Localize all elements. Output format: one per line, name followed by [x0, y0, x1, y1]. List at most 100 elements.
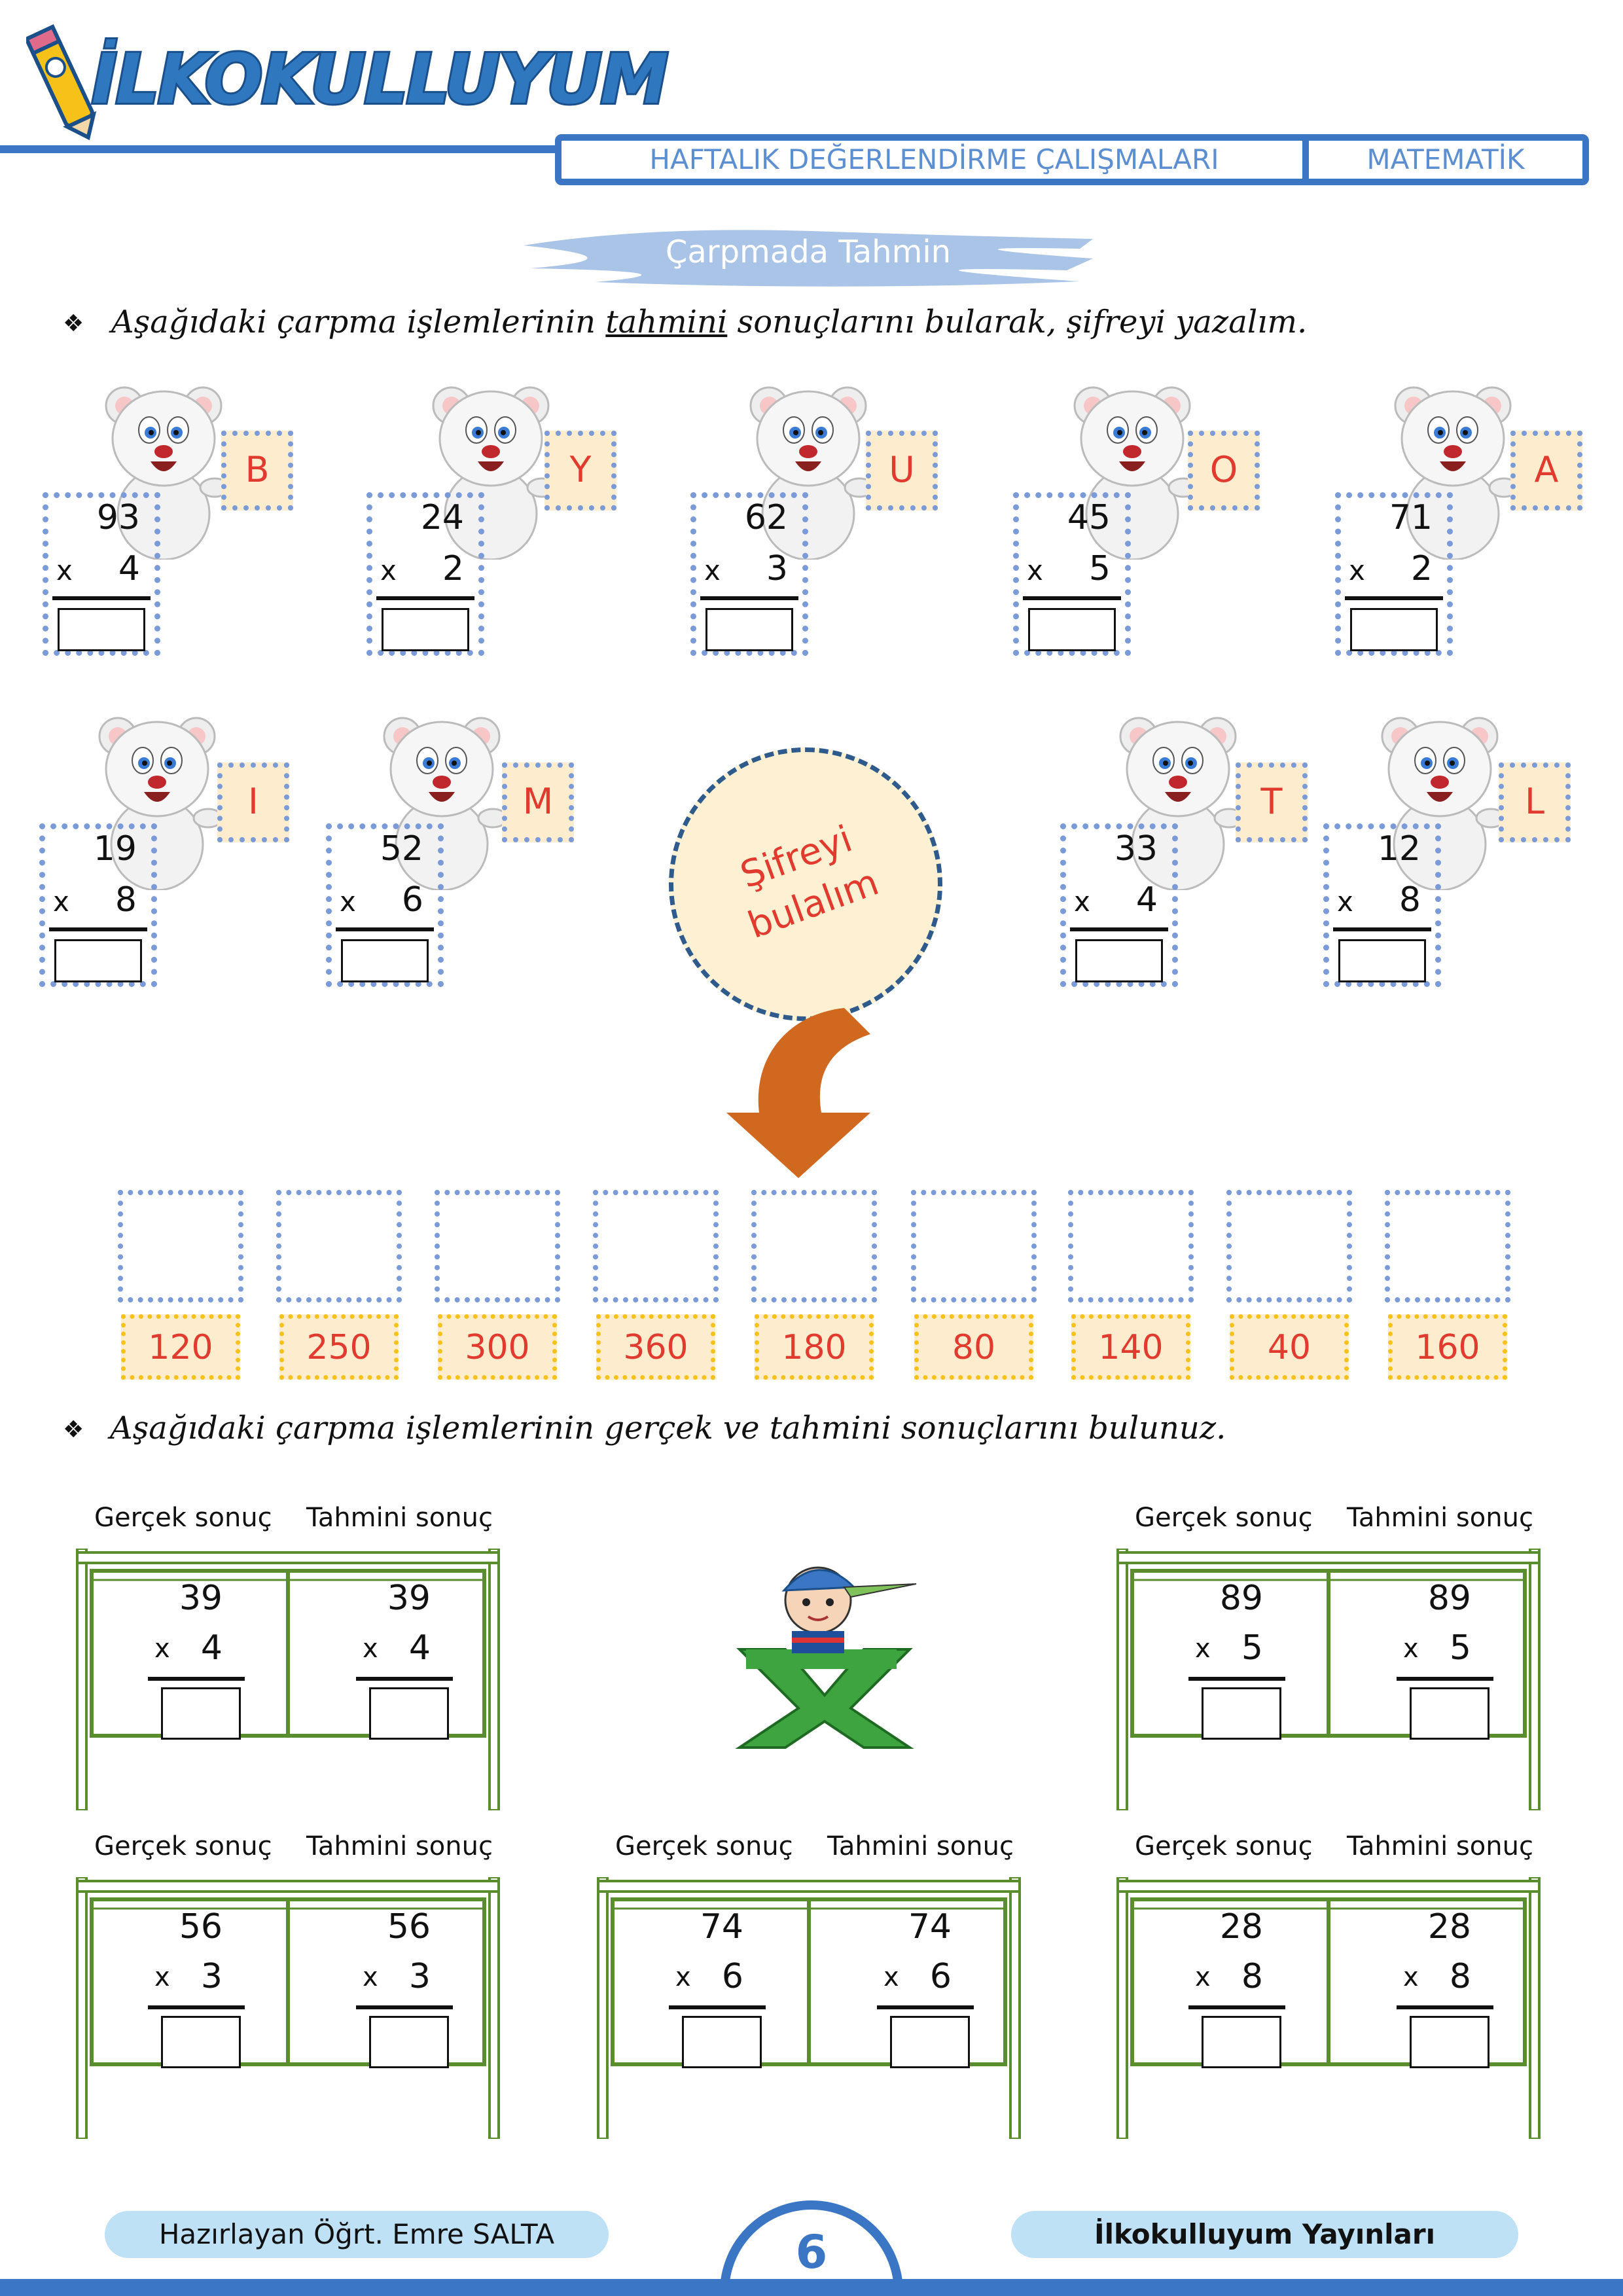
multiplicand: 39 — [179, 1579, 223, 1618]
instruction-text: Aşağıdaki çarpma işlemlerinin — [111, 304, 606, 340]
real-result-label: Gerçek sonuç — [1135, 1503, 1313, 1533]
multiplier: 4 — [408, 1628, 431, 1668]
times-sign: x — [154, 1962, 170, 1992]
cipher-letter-slot[interactable] — [118, 1190, 243, 1302]
cipher-value-card: 300 — [438, 1314, 557, 1380]
answer-box[interactable] — [705, 608, 793, 651]
cipher-letter-slot[interactable] — [593, 1190, 719, 1302]
cipher-letter-slot[interactable] — [751, 1190, 877, 1302]
result-line — [1345, 596, 1443, 600]
times-sign: x — [1027, 554, 1043, 586]
cipher-letter-slot[interactable] — [1385, 1190, 1510, 1302]
multiplier: 8 — [1399, 880, 1421, 920]
times-sign: x — [883, 1962, 899, 1992]
result-line — [700, 596, 798, 600]
answer-box[interactable] — [1202, 1687, 1281, 1740]
real-result-label: Gerçek sonuç — [94, 1503, 272, 1533]
cipher-letter-slot[interactable] — [435, 1190, 560, 1302]
page-number: 6 — [795, 2225, 828, 2279]
multiplicand: 28 — [1427, 1907, 1471, 1946]
times-sign: x — [340, 886, 356, 918]
multiplier: 4 — [1135, 880, 1158, 920]
multiplicand: 56 — [387, 1907, 431, 1946]
letter-card: B — [221, 431, 293, 511]
answer-box[interactable] — [161, 1687, 241, 1740]
multiplier: 6 — [929, 1957, 952, 1996]
times-sign: x — [363, 1962, 378, 1992]
multiplier: 3 — [200, 1957, 223, 1996]
answer-box[interactable] — [369, 2016, 449, 2068]
topic-brush-stroke — [524, 230, 1093, 287]
estimate-result-label: Tahmini sonuç — [1347, 1503, 1533, 1533]
topic-title: Çarpmada Tahmin — [665, 234, 952, 270]
cipher-letter-slot[interactable] — [911, 1190, 1037, 1302]
answer-box[interactable] — [161, 2016, 241, 2068]
section1-instruction: Aşağıdaki çarpma işlemlerinin tahmini so… — [111, 304, 1307, 340]
real-result-label: Gerçek sonuç — [615, 1831, 793, 1861]
multiplier: 4 — [118, 549, 140, 588]
times-sign: x — [1349, 554, 1365, 586]
multiplier: 5 — [1241, 1628, 1263, 1668]
answer-box[interactable] — [1410, 2016, 1489, 2068]
bear-icon — [92, 707, 224, 891]
answer-box[interactable] — [1410, 1687, 1489, 1740]
multiplier: 8 — [115, 880, 137, 920]
cipher-value-card: 360 — [596, 1314, 715, 1380]
estimate-result-label: Tahmini sonuç — [827, 1831, 1014, 1861]
header-box — [555, 134, 1589, 185]
multiplicand: 28 — [1219, 1907, 1263, 1946]
result-line — [669, 2005, 766, 2009]
real-result-label: Gerçek sonuç — [94, 1831, 272, 1861]
bear-icon — [1113, 707, 1245, 891]
answer-box[interactable] — [1202, 2016, 1281, 2068]
times-sign: x — [1074, 886, 1090, 918]
answer-box[interactable] — [682, 2016, 762, 2068]
times-sign: x — [363, 1634, 378, 1664]
header-divider — [0, 145, 563, 153]
kid-on-x-icon — [735, 1566, 917, 1749]
header-separator — [1302, 134, 1309, 185]
cipher-letter-slot[interactable] — [1226, 1190, 1352, 1302]
answer-box[interactable] — [1338, 939, 1426, 982]
header-title: HAFTALIK DEĞERLENDİRME ÇALIŞMALARI — [649, 143, 1219, 175]
times-sign: x — [56, 554, 73, 586]
multiplier: 3 — [408, 1957, 431, 1996]
section2-instruction: Aşağıdaki çarpma işlemlerinin gerçek ve … — [110, 1410, 1226, 1446]
answer-box[interactable] — [58, 608, 145, 651]
letter-card: O — [1188, 431, 1260, 511]
answer-box[interactable] — [54, 939, 142, 982]
answer-box[interactable] — [1350, 608, 1438, 651]
multiplicand: 33 — [1114, 829, 1158, 869]
times-sign: x — [53, 886, 69, 918]
answer-box[interactable] — [1075, 939, 1163, 982]
estimate-result-label: Tahmini sonuç — [1347, 1831, 1533, 1861]
answer-box[interactable] — [382, 608, 469, 651]
cipher-letter-slot[interactable] — [1068, 1190, 1194, 1302]
bear-icon — [1387, 376, 1520, 561]
bear-icon — [1067, 376, 1199, 561]
answer-box[interactable] — [369, 1687, 449, 1740]
letter-card: I — [217, 762, 289, 842]
answer-box[interactable] — [890, 2016, 970, 2068]
multiplicand: 62 — [744, 498, 788, 537]
multiplicand: 12 — [1377, 829, 1421, 869]
letter-card: T — [1236, 762, 1308, 842]
times-sign: x — [154, 1634, 170, 1664]
board-frame — [1113, 1547, 1544, 1812]
author-pill: Hazırlayan Öğrt. Emre SALTA — [105, 2211, 609, 2258]
answer-box[interactable] — [1028, 608, 1116, 651]
answer-box[interactable] — [341, 939, 429, 982]
result-line — [1188, 2005, 1285, 2009]
cipher-letter-slot[interactable] — [276, 1190, 402, 1302]
